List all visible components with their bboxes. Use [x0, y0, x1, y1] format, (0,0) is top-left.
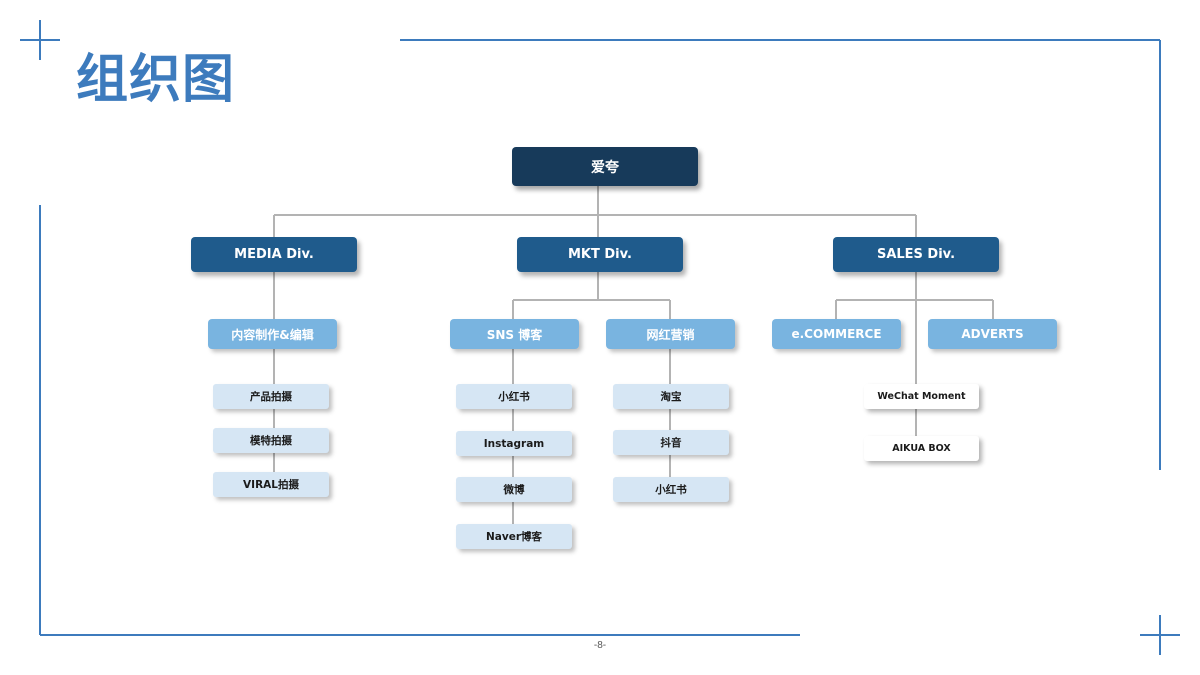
item-viral-shoot: VIRAL拍摄: [213, 472, 329, 497]
item-xiaohongshu-2: 小红书: [613, 477, 729, 502]
item-wechat-moment: WeChat Moment: [864, 384, 979, 409]
item-model-shoot: 模特拍摄: [213, 428, 329, 453]
division-media: MEDIA Div.: [191, 237, 357, 272]
team-ecommerce: e.COMMERCE: [772, 319, 901, 349]
item-taobao: 淘宝: [613, 384, 729, 409]
item-naver-blog: Naver博客: [456, 524, 572, 549]
team-influencer-marketing: 网红营销: [606, 319, 735, 349]
page-title: 组织图: [76, 50, 236, 110]
team-sns-blog: SNS 博客: [450, 319, 579, 349]
item-xiaohongshu: 小红书: [456, 384, 572, 409]
item-instagram: Instagram: [456, 431, 572, 456]
team-content-production: 内容制作&编辑: [208, 319, 337, 349]
org-root-node: 爱夸: [512, 147, 698, 186]
division-sales: SALES Div.: [833, 237, 999, 272]
item-weibo: 微博: [456, 477, 572, 502]
division-mkt: MKT Div.: [517, 237, 683, 272]
team-adverts: ADVERTS: [928, 319, 1057, 349]
item-product-shoot: 产品拍摄: [213, 384, 329, 409]
item-aikua-box: AIKUA BOX: [864, 436, 979, 461]
page-number: -8-: [593, 640, 607, 651]
item-douyin: 抖音: [613, 430, 729, 455]
